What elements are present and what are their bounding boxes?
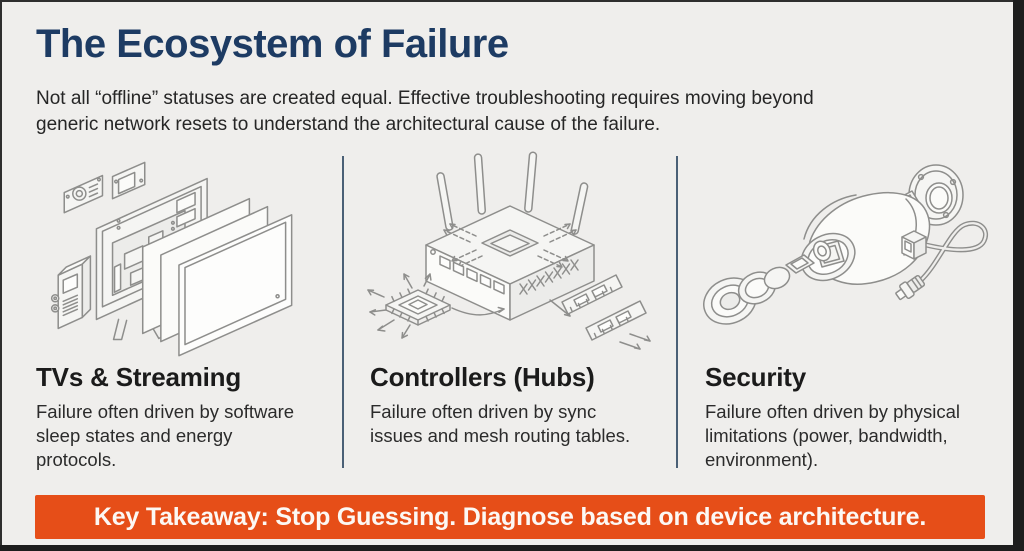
key-takeaway-text: Key Takeaway: Stop Guessing. Diagnose ba…: [93, 502, 927, 531]
security-camera-exploded-illustration: [690, 148, 1024, 365]
page-title: The Ecosystem of Failure: [36, 22, 509, 66]
column-body-security: Failure often driven by physical limitat…: [705, 401, 961, 471]
column-divider-left: [342, 156, 344, 468]
frame-edge-left: [0, 0, 2, 551]
column-body-controllers-hubs: Failure often driven by sync issues and …: [370, 401, 631, 447]
column-body-tvs-streaming: Failure often driven by software sleep s…: [36, 401, 295, 471]
column-heading-controllers-hubs: Controllers (Hubs): [370, 362, 595, 392]
router-exploded-illustration: [358, 150, 658, 360]
frame-edge-right: [1013, 0, 1024, 551]
key-takeaway-banner: Key Takeaway: Stop Guessing. Diagnose ba…: [35, 495, 985, 539]
tv-exploded-illustration: [26, 148, 348, 365]
frame-edge-top: [0, 0, 1024, 2]
column-heading-security: Security: [705, 362, 807, 392]
frame-edge-bottom: [0, 545, 1024, 551]
page-subtitle: Not all “offline” statuses are created e…: [36, 88, 814, 135]
column-heading-tvs-streaming: TVs & Streaming: [36, 362, 242, 392]
column-divider-right: [676, 156, 678, 468]
